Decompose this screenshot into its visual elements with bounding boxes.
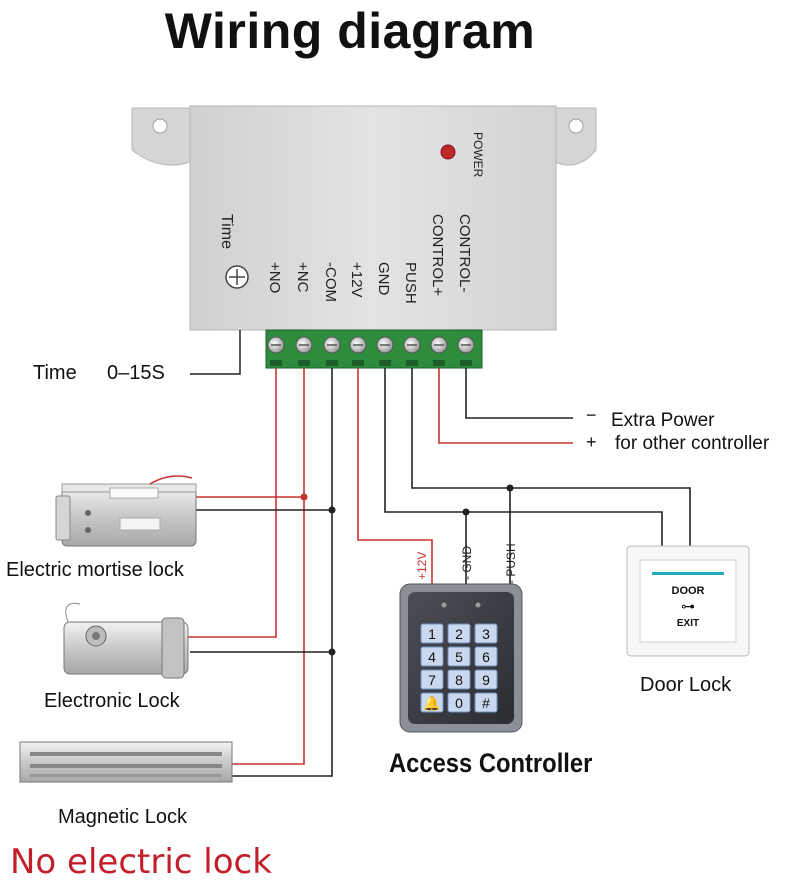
keypad-key-label: 0 — [455, 695, 463, 711]
wire-12v — [357, 368, 433, 584]
wire-label-push: - PUSH — [504, 543, 518, 584]
wire-label-gnd: - GND — [460, 546, 474, 580]
terminal-label-3: +12V — [348, 262, 365, 297]
keypad-key — [474, 623, 498, 644]
keypad-key — [474, 692, 498, 713]
keypad-key-label: 1 — [428, 626, 436, 642]
keypad-key-label: 2 — [455, 626, 463, 642]
exit-button-image: DOOR ⊶ EXIT — [626, 545, 750, 657]
terminal-label-4: GND — [375, 262, 392, 296]
exit-label: EXIT — [677, 618, 699, 629]
keypad-key-label: 3 — [482, 626, 490, 642]
terminal-label-0: +NO — [266, 262, 283, 293]
mortise-lock-label: Electric mortise lock — [6, 559, 184, 581]
junction-dot — [300, 493, 308, 501]
footer-note: No electric lock — [10, 842, 272, 882]
terminal-label-2: -COM — [322, 262, 339, 302]
junction-dot — [328, 648, 336, 656]
time-knob-label: Time — [218, 214, 235, 249]
access-controller-label: Access Controller — [389, 748, 593, 778]
keypad-key-label: 9 — [482, 672, 490, 688]
other-controller-label: for other controller — [615, 433, 770, 454]
extra-power-label: Extra Power — [611, 410, 715, 431]
minus-sign: − — [586, 405, 597, 425]
wires — [188, 368, 691, 777]
junction-dot — [462, 508, 470, 516]
keypad-key — [420, 623, 444, 644]
time-range-value: 0–15S — [107, 362, 165, 384]
magnetic-lock-label: Magnetic Lock — [58, 806, 187, 828]
terminal-label-5: PUSH — [402, 262, 419, 304]
terminal-label-1: +NC — [294, 262, 311, 293]
keypad-key — [420, 646, 444, 667]
keypad-key — [420, 669, 444, 690]
power-led-icon — [440, 144, 456, 160]
junction-dot — [328, 506, 336, 514]
electronic-lock-image — [63, 602, 189, 679]
keypad-key-label: 5 — [455, 649, 463, 665]
keypad-key — [420, 692, 444, 713]
door-label: DOOR — [672, 585, 705, 597]
electronic-lock-label: Electronic Lock — [44, 690, 180, 712]
plus-sign: + — [586, 432, 597, 452]
keypad-key — [474, 646, 498, 667]
terminal-labels: +NO +NC -COM +12V GND PUSH CONTROL+ CONTROL- — [266, 214, 473, 304]
keypad-key-label: 🔔 — [423, 695, 440, 712]
keypad-key-label: 6 — [482, 649, 490, 665]
door-lock-label: Door Lock — [640, 674, 732, 696]
terminal-screws — [267, 336, 475, 366]
wire-control-minus — [465, 368, 573, 419]
power-controller-box — [131, 105, 597, 331]
terminal-label-6: CONTROL+ — [429, 214, 446, 296]
wire-no — [188, 368, 277, 638]
time-label: Time — [33, 362, 77, 384]
keypad-key — [447, 692, 471, 713]
access-controller-keypad: 1 2 3 4 5 6 7 8 9 🔔 0 # — [399, 583, 523, 733]
keypad-key-label: 7 — [428, 672, 436, 688]
keypad-key-label: # — [482, 695, 490, 711]
magnetic-lock-image — [19, 741, 233, 783]
keypad-key — [474, 669, 498, 690]
terminal-label-7: CONTROL- — [456, 214, 473, 292]
power-label: POWER — [471, 132, 485, 178]
wire-push — [411, 368, 691, 546]
junction-dot — [506, 484, 514, 492]
wire-com-magnetic — [232, 368, 333, 777]
wire-nc-magnetic — [232, 368, 305, 765]
keypad-keys: 1 2 3 4 5 6 7 8 9 🔔 0 # — [420, 623, 498, 713]
keypad-key-label: 4 — [428, 649, 436, 665]
keypad-key — [447, 646, 471, 667]
wire-label-12v: +12V — [415, 552, 429, 580]
keypad-key — [447, 623, 471, 644]
mortise-lock-image — [55, 475, 197, 547]
keypad-key — [447, 669, 471, 690]
time-pointer-line — [190, 330, 241, 375]
page-title: Wiring diagram — [164, 3, 536, 59]
wire-control-plus — [438, 368, 573, 444]
keypad-key-label: 8 — [455, 672, 463, 688]
wire-gnd — [384, 368, 663, 546]
key-icon: ⊶ — [681, 598, 695, 614]
